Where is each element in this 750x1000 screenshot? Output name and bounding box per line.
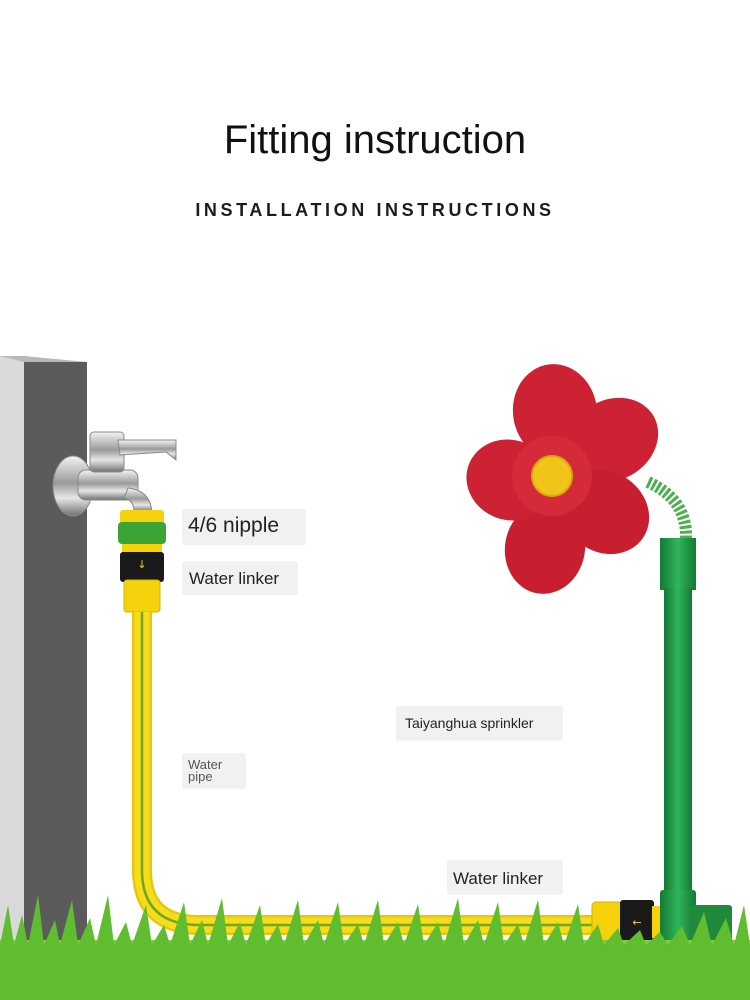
flower-sprinkler-head	[466, 364, 659, 594]
bottom-connector: ←	[591, 900, 664, 944]
label-water-linker-bottom-text: Water linker	[453, 869, 544, 888]
faucet	[52, 431, 177, 517]
label-nipple: 4/6 nipple	[182, 509, 306, 545]
page-subtitle: INSTALLATION INSTRUCTIONS	[195, 200, 555, 220]
label-water-linker-bottom: Water linker	[447, 860, 563, 895]
label-sprinkler: Taiyanghua sprinkler	[396, 706, 563, 741]
label-water-pipe-line1: Water	[188, 757, 223, 772]
svg-text:←: ←	[632, 916, 641, 929]
top-connector: ↓	[118, 510, 166, 613]
svg-text:↓: ↓	[137, 558, 146, 571]
sprinkler-stand	[645, 476, 732, 945]
page-title: Fitting instruction	[223, 118, 527, 162]
label-water-pipe: Water pipe	[182, 753, 246, 789]
grass	[0, 895, 750, 1000]
label-nipple-text: 4/6 nipple	[188, 514, 280, 537]
label-water-pipe-line2: pipe	[188, 769, 213, 784]
label-water-linker-top-text: Water linker	[189, 569, 280, 588]
water-hose	[132, 612, 598, 935]
label-water-linker-top: Water linker	[182, 561, 298, 595]
wall	[0, 356, 87, 956]
label-sprinkler-text: Taiyanghua sprinkler	[405, 715, 534, 731]
